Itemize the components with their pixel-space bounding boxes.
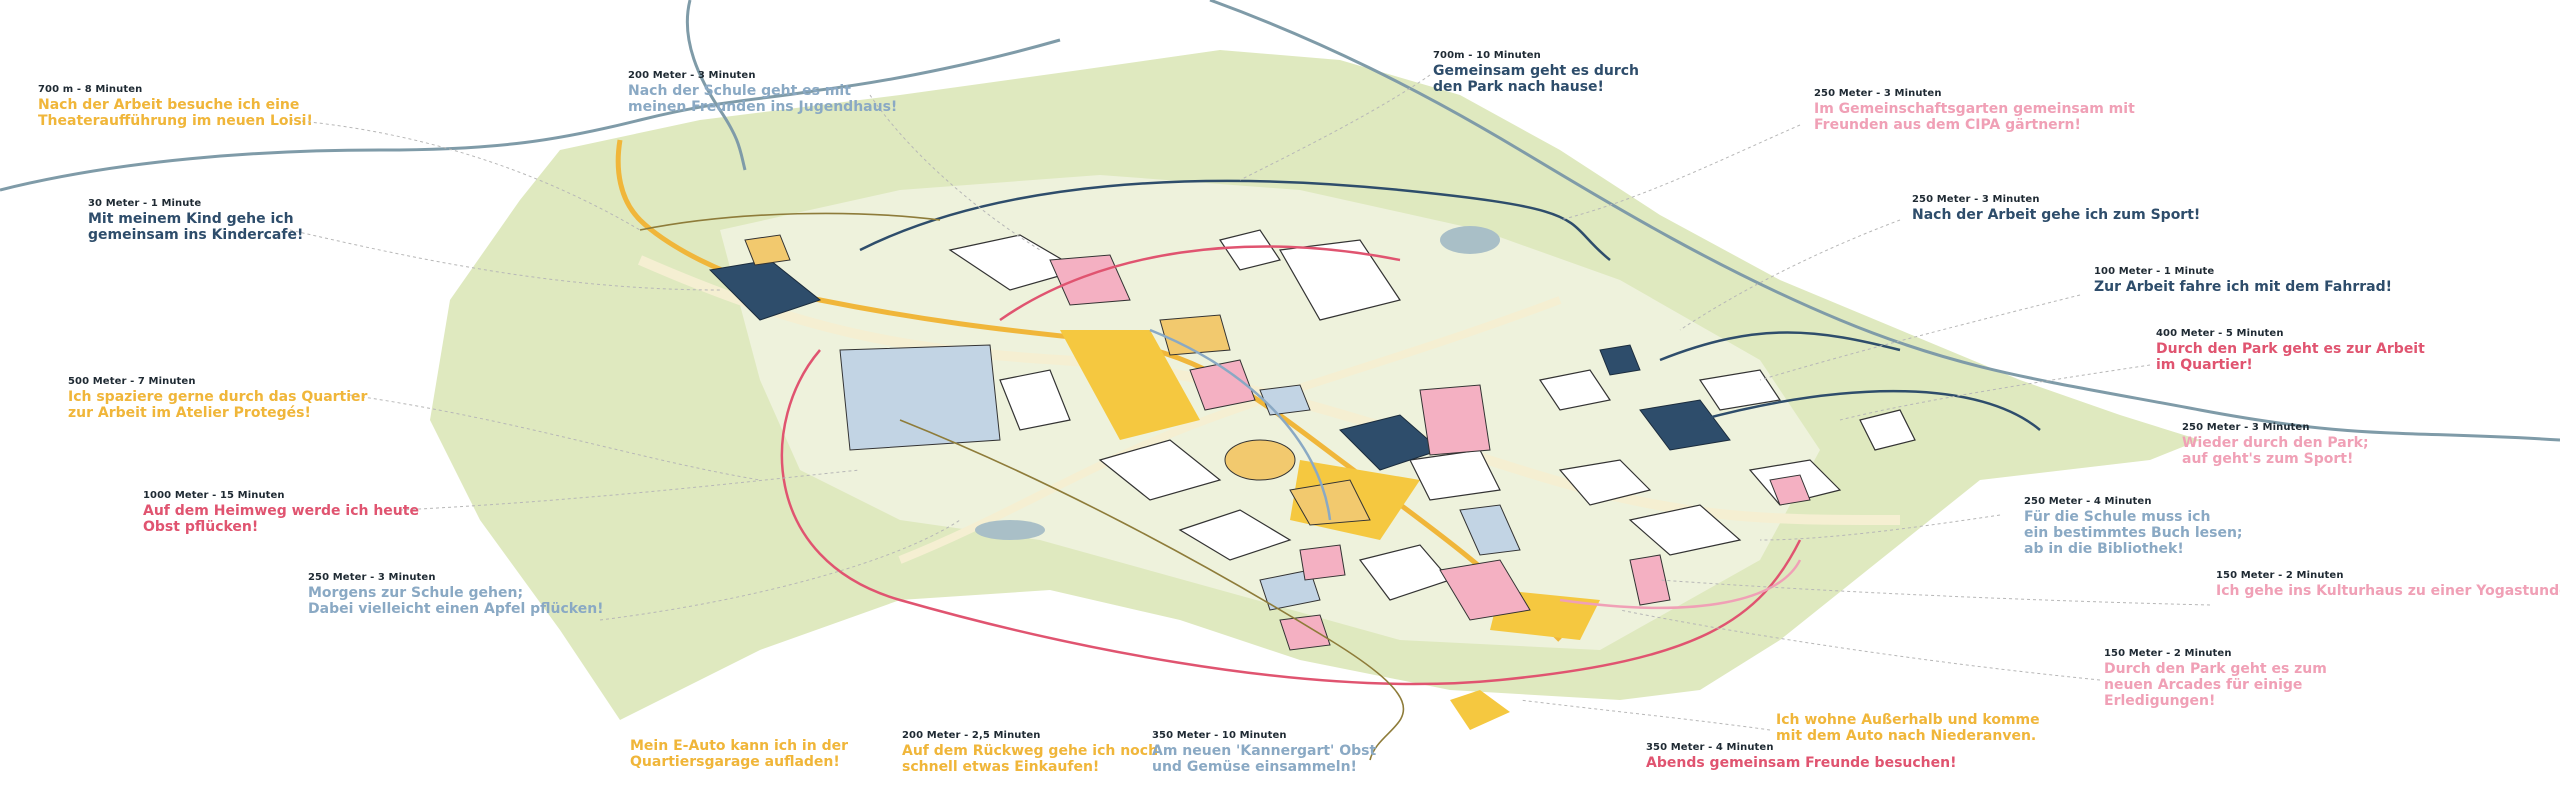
- annotation-distance: 350 Meter - 4 Minuten: [1646, 742, 1774, 753]
- route-navy: [1659, 331, 1901, 362]
- annotation-kannergart: 350 Meter - 10 Minuten Am neuen 'Kannerg…: [1152, 730, 1376, 775]
- annotation-friends: 350 Meter - 4 Minuten Abends gemeinsam F…: [1646, 742, 1956, 771]
- leader-lines: [289, 74, 2211, 731]
- annotation-yoga: 150 Meter - 2 Minuten Ich gehe ins Kultu…: [2216, 570, 2560, 599]
- annotation-distance: 250 Meter - 3 Minuten: [1814, 88, 1942, 99]
- annotation-distance: 200 Meter - 3 Minuten: [628, 70, 756, 81]
- annotation-distance: 250 Meter - 3 Minuten: [308, 572, 436, 583]
- yellow-buildings: [744, 234, 1371, 526]
- annotation-text: Durch den Park geht es zur Arbeit im Qua…: [2156, 341, 2425, 373]
- annotation-text: Im Gemeinschaftsgarten gemeinsam mit Fre…: [1814, 101, 2135, 133]
- pond: [975, 520, 1045, 540]
- annotation-fruit: 1000 Meter - 15 Minuten Auf dem Heimweg …: [143, 490, 419, 535]
- pond: [1440, 226, 1500, 254]
- annotation-theater: 700 m - 8 Minuten Nach der Arbeit besuch…: [38, 84, 313, 129]
- annotation-distance: 100 Meter - 1 Minute: [2094, 266, 2215, 277]
- annotation-distance: 500 Meter - 7 Minuten: [68, 376, 196, 387]
- annotation-text: Gemeinsam geht es durch den Park nach ha…: [1433, 63, 1639, 95]
- route-pink: [1559, 559, 1802, 610]
- annotation-text: Durch den Park geht es zum neuen Arcades…: [2104, 661, 2327, 709]
- annotation-kindercafe: 30 Meter - 1 Minute Mit meinem Kind gehe…: [88, 198, 303, 243]
- annotation-distance: 150 Meter - 2 Minuten: [2104, 648, 2232, 659]
- annotation-text: Am neuen 'Kannergart' Obst und Gemüse ei…: [1152, 743, 1377, 775]
- annotation-distance: 150 Meter - 2 Minuten: [2216, 570, 2344, 581]
- route-navy: [1699, 389, 2041, 431]
- annotation-text: Auf dem Heimweg werde ich heute Obst pfl…: [143, 503, 419, 535]
- annotation-text: Abends gemeinsam Freunde besuchen!: [1646, 755, 1957, 771]
- route-navy: [859, 179, 1611, 261]
- navy-buildings: [708, 259, 1731, 471]
- annotation-e-auto: Mein E-Auto kann ich in der Quartiersgar…: [630, 736, 848, 770]
- annotation-distance: 700m - 10 Minuten: [1433, 50, 1541, 61]
- annotation-distance: 30 Meter - 1 Minute: [88, 198, 202, 209]
- annotation-text: Mein E-Auto kann ich in der Quartiersgar…: [630, 738, 848, 770]
- annotation-school-apple: 250 Meter - 3 Minuten Morgens zur Schule…: [308, 572, 604, 617]
- annotation-library: 250 Meter - 4 Minuten Für die Schule mus…: [2024, 496, 2243, 557]
- annotation-text: Morgens zur Schule gehen; Dabei vielleic…: [308, 585, 604, 617]
- annotation-distance: 250 Meter - 3 Minuten: [1912, 194, 2040, 205]
- route-olive: [899, 419, 1405, 761]
- annotation-text: Ich spaziere gerne durch das Quartier zu…: [68, 389, 368, 421]
- annotation-niederanven: Ich wohne Außerhalb und komme mit dem Au…: [1776, 710, 2040, 744]
- annotation-park-work: 400 Meter - 5 Minuten Durch den Park geh…: [2156, 328, 2425, 373]
- annotation-text: Ich wohne Außerhalb und komme mit dem Au…: [1776, 712, 2040, 744]
- annotation-text: Nach der Arbeit besuche ich eine Theater…: [38, 97, 313, 129]
- route-olive: [639, 212, 941, 231]
- annotation-text: Nach der Schule geht es mit meinen Freun…: [628, 83, 898, 115]
- annotation-arcades: 150 Meter - 2 Minuten Durch den Park geh…: [2104, 648, 2327, 709]
- street: [898, 296, 1562, 564]
- annotation-community-garden: 250 Meter - 3 Minuten Im Gemeinschaftsga…: [1814, 88, 2135, 133]
- route-blue: [1149, 328, 1332, 521]
- annotation-text: Ich gehe ins Kulturhaus zu einer Yogastu…: [2216, 583, 2560, 599]
- annotation-text: Nach der Arbeit gehe ich zum Sport!: [1912, 207, 2201, 223]
- river: [0, 38, 1061, 192]
- route-red: [999, 245, 1401, 322]
- river: [685, 0, 747, 171]
- annotation-text: Wieder durch den Park; auf geht's zum Sp…: [2182, 435, 2369, 467]
- annotation-text: Auf dem Rückweg gehe ich noch schnell et…: [902, 743, 1159, 775]
- annotation-distance: 700 m - 8 Minuten: [38, 84, 143, 95]
- annotation-text: Zur Arbeit fahre ich mit dem Fahrrad!: [2094, 279, 2392, 295]
- annotation-text: Für die Schule muss ich ein bestimmtes B…: [2024, 509, 2243, 557]
- annotation-distance: 400 Meter - 5 Minuten: [2156, 328, 2284, 339]
- route-red: [780, 349, 1802, 686]
- plaza: [1060, 330, 1200, 440]
- white-buildings: [948, 229, 1916, 601]
- annotation-distance: 1000 Meter - 15 Minuten: [143, 490, 285, 501]
- annotation-text: Mit meinem Kind gehe ich gemeinsam ins K…: [88, 211, 304, 243]
- yellow-square: [1450, 690, 1510, 730]
- annotation-distance: 200 Meter - 2,5 Minuten: [902, 730, 1041, 741]
- annotation-distance: 250 Meter - 4 Minuten: [2024, 496, 2152, 507]
- annotation-atelier: 500 Meter - 7 Minuten Ich spaziere gerne…: [68, 376, 367, 421]
- annotation-distance: 250 Meter - 3 Minuten: [2182, 422, 2310, 433]
- river: [1209, 0, 2560, 442]
- routes: [639, 179, 2041, 761]
- annotation-park-sport: 250 Meter - 3 Minuten Wieder durch den P…: [2182, 422, 2369, 467]
- annotation-sport: 250 Meter - 3 Minuten Nach der Arbeit ge…: [1912, 194, 2200, 223]
- annotation-shopping: 200 Meter - 2,5 Minuten Auf dem Rückweg …: [902, 730, 1158, 775]
- annotation-distance: 350 Meter - 10 Minuten: [1152, 730, 1287, 741]
- annotation-bike: 100 Meter - 1 Minute Zur Arbeit fahre ic…: [2094, 266, 2392, 295]
- annotation-park-home: 700m - 10 Minuten Gemeinsam geht es durc…: [1433, 50, 1639, 95]
- annotation-youth-house: 200 Meter - 3 Minuten Nach der Schule ge…: [628, 70, 897, 115]
